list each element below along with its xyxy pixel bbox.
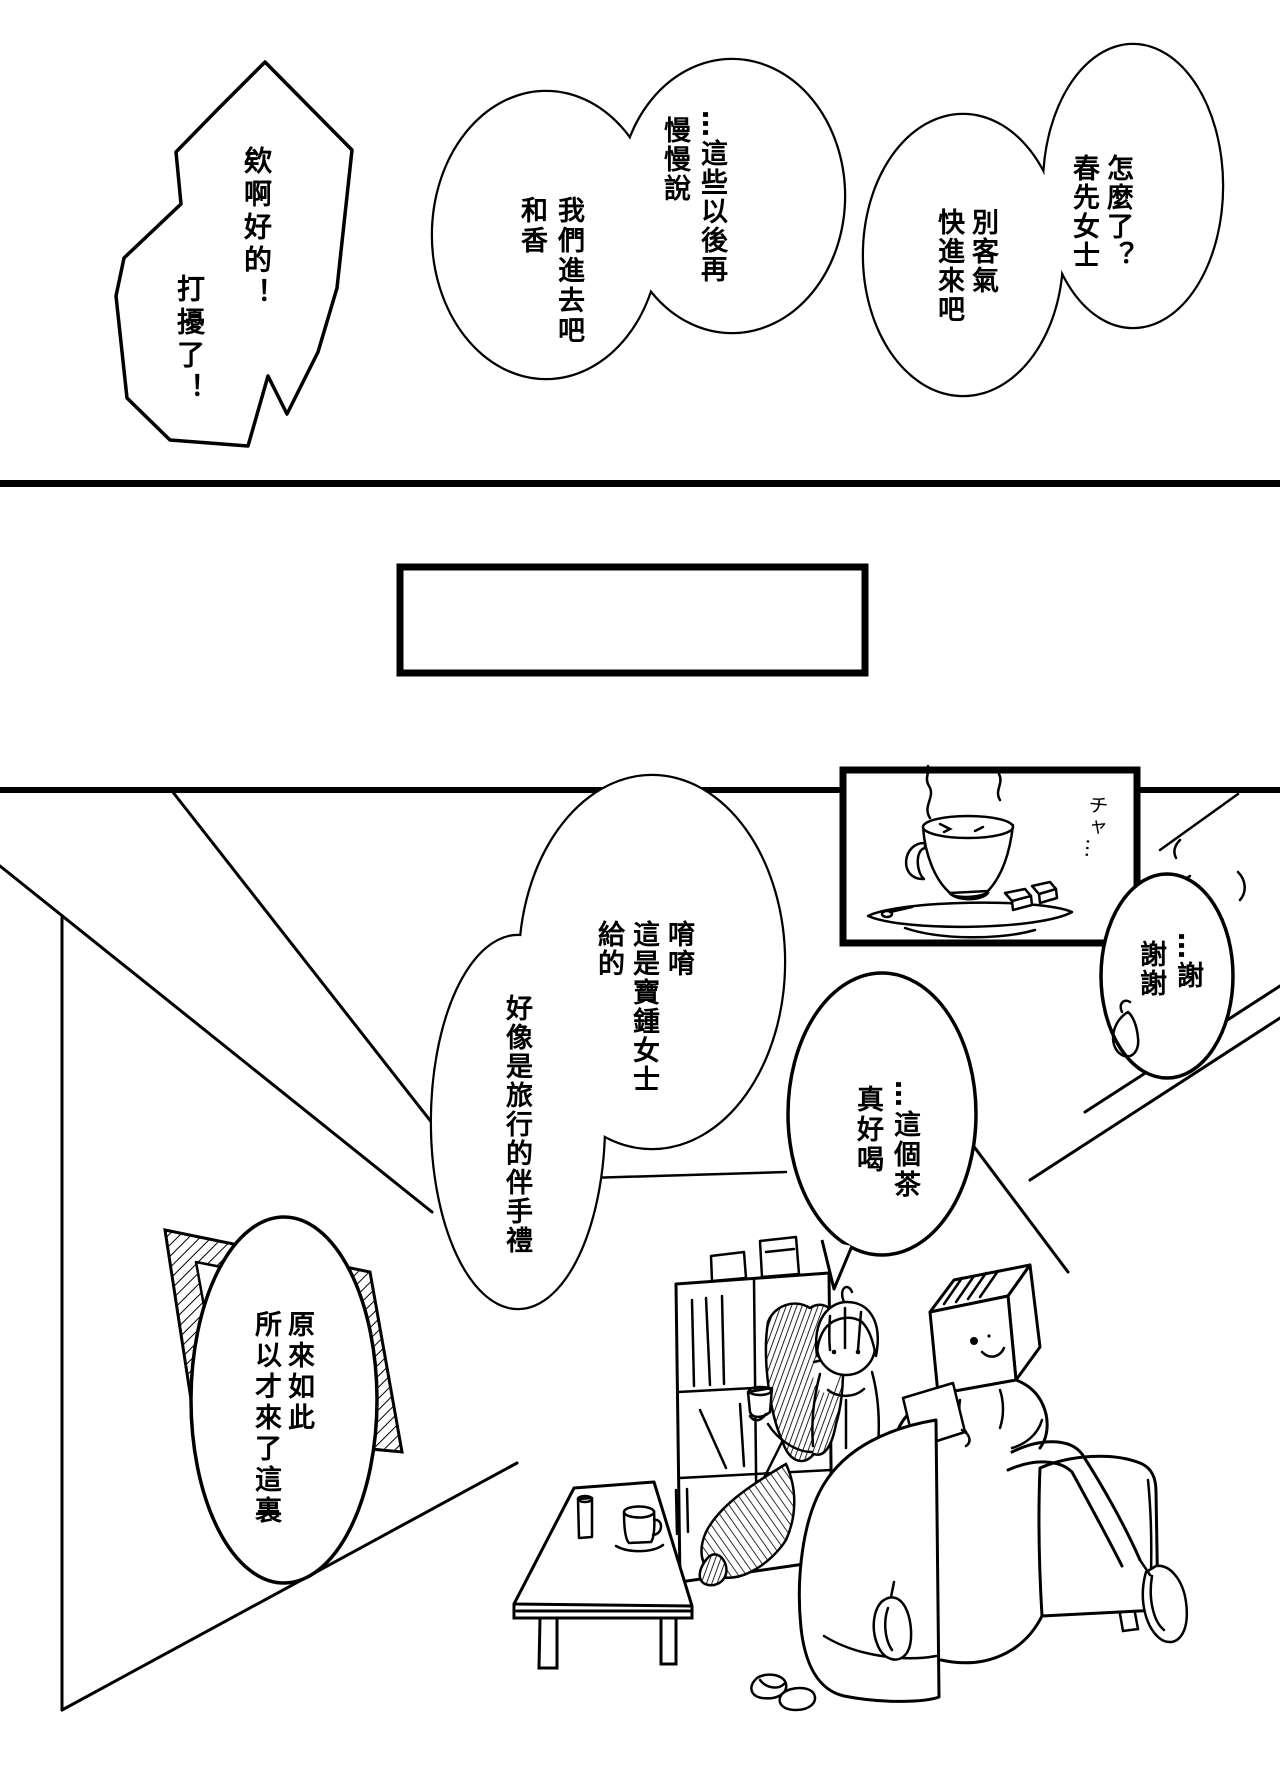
teacup-panel	[839, 764, 1141, 947]
speech-column: 好像是旅行的伴手禮	[501, 994, 532, 1255]
bubble-door-reply-text: 欸啊好的！ 打擾了！	[148, 146, 290, 476]
speech-column: 怎麼了？	[1102, 154, 1133, 270]
bubble-door-reply	[114, 60, 354, 448]
speech-column: 所以才來了這裏	[250, 1310, 281, 1527]
box-head-person	[893, 1263, 1189, 1644]
speech-column: 快進來吧	[933, 208, 964, 324]
speech-column: 真好喝	[852, 1085, 883, 1175]
short-haired-girl	[811, 1285, 880, 1450]
bubble-gift	[429, 773, 787, 1311]
bubble-i-see	[189, 1215, 379, 1585]
bubble-welcome	[861, 42, 1225, 398]
speech-column: …謝	[1172, 932, 1203, 990]
bubble-tea-text: …這個茶 真好喝	[845, 1080, 923, 1230]
bubble-talk-later	[430, 57, 847, 381]
bubble-i-see-text: 原來如此 所以才來了這裏	[247, 1310, 315, 1560]
speech-column: 唷唷	[663, 920, 694, 978]
speech-column: 別客氣	[967, 208, 998, 295]
speech-column: 我們進去吧	[553, 196, 584, 346]
bubble-talk-later-right-text: …這些以後再 慢慢說	[652, 110, 730, 320]
speech-column: 謝謝	[1135, 940, 1166, 998]
speech-column: 給的	[593, 920, 624, 978]
empty-panel	[396, 563, 869, 677]
speech-column: 春先女士	[1068, 154, 1099, 270]
bubble-tea	[786, 971, 978, 1291]
bubble-thanks	[1099, 872, 1235, 1080]
bubble-welcome-right-text: 怎麼了？ 春先女士	[1064, 154, 1134, 304]
bubble-thanks-text: …謝 謝謝	[1128, 932, 1206, 1052]
speech-column: …這個茶	[889, 1080, 920, 1200]
bubble-talk-later-left-text: 我們進去吧 和香	[509, 196, 587, 376]
coffee-table	[512, 1480, 694, 1670]
slippers	[750, 1580, 913, 1712]
speech-column: 這是寶鍾女士	[628, 920, 659, 1094]
speech-column: 欸啊好的！	[240, 146, 273, 311]
section-divider	[0, 480, 1280, 487]
bubble-welcome-left-text: 別客氣 快進來吧	[929, 208, 999, 358]
bubble-gift-left-text: 好像是旅行的伴手禮	[498, 994, 534, 1274]
speech-column: 打擾了！	[173, 274, 206, 406]
speech-column: 和香	[516, 196, 547, 256]
speech-column: …這些以後再	[696, 110, 727, 284]
bubble-gift-right-text: 唷唷 這是寶鍾女士 給的	[586, 920, 696, 1120]
sofa	[939, 1454, 1160, 1665]
speech-column: 慢慢說	[659, 116, 690, 203]
speech-column: 原來如此	[283, 1310, 314, 1434]
